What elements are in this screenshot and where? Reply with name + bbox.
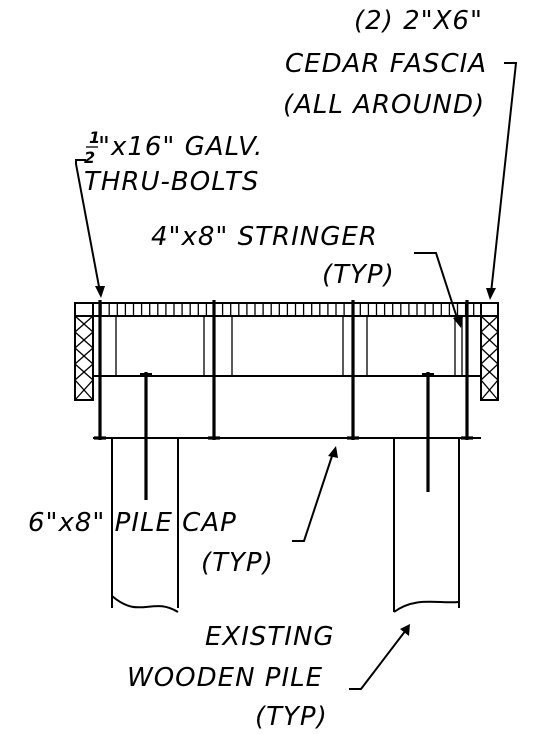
fascia-label-line2: CEDAR FASCIA [285, 49, 487, 79]
fascia-right [480, 302, 499, 401]
label-thru-bolts: 1 2 "x16" GALV. THRU-BOLTS [84, 128, 263, 197]
pile-label-line2: WOODEN PILE [127, 663, 323, 693]
label-stringer: 4"x8" STRINGER (TYP) [151, 222, 395, 290]
label-wooden-pile: EXISTING WOODEN PILE (TYP) [127, 622, 335, 732]
pile-label-line1: EXISTING [205, 622, 335, 652]
stringers [93, 316, 481, 377]
wooden-pile-right [393, 438, 460, 613]
leader-pile-cap [292, 446, 338, 542]
bolt-fraction-numerator: 1 [89, 128, 100, 147]
leader-bolt [75, 159, 105, 298]
decking [75, 302, 498, 317]
bolt-fraction-denominator: 2 [84, 148, 95, 167]
label-pile-cap: 6"x8" PILE CAP (TYP) [28, 508, 274, 578]
wooden-pile-left [111, 438, 179, 613]
leader-pile [349, 624, 410, 690]
pile-cap-label-line2: (TYP) [201, 548, 274, 578]
stringer-label-line2: (TYP) [322, 260, 395, 290]
pile-label-line3: (TYP) [255, 702, 328, 732]
thru-bolts [94, 300, 473, 440]
leader-stringer [414, 252, 463, 328]
pile-spikes [140, 372, 434, 500]
label-fascia: (2) 2"X6" CEDAR FASCIA (ALL AROUND) [283, 6, 487, 120]
fascia-label-line3: (ALL AROUND) [283, 90, 485, 120]
stringer-label-line1: 4"x8" STRINGER [151, 222, 378, 252]
bolt-label-line1: "x16" GALV. [98, 132, 263, 162]
fascia-left [74, 302, 94, 401]
bolt-label-line2: THRU-BOLTS [84, 167, 259, 197]
fascia-label-line1: (2) 2"X6" [354, 6, 483, 36]
leader-fascia [486, 62, 518, 300]
pile-cap-label-line1: 6"x8" PILE CAP [28, 508, 237, 538]
